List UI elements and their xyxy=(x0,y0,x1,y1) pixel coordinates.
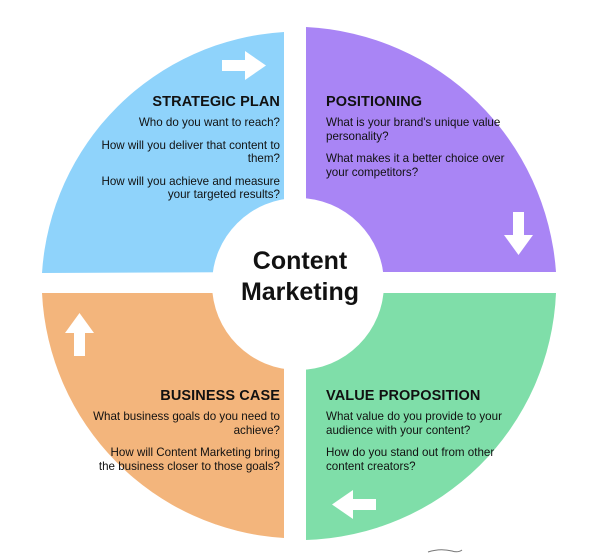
strategic-plan-question-3: How will you achieve and measure your ta… xyxy=(101,174,280,202)
business-case-text: BUSINESS CASE What business goals do you… xyxy=(92,388,280,482)
positioning-question-2: What makes it a better choice over your … xyxy=(326,152,505,179)
sketch-mark xyxy=(427,549,463,553)
positioning-quadrant xyxy=(306,27,556,272)
arrow-down-icon xyxy=(504,212,533,255)
strategic-plan-question-2: How will you deliver that content to the… xyxy=(101,138,280,166)
strategic-plan-quadrant xyxy=(42,32,284,273)
center-title-line2: Marketing xyxy=(240,278,360,306)
center-circle xyxy=(212,198,384,370)
strategic-plan-title: STRATEGIC PLAN xyxy=(152,94,280,110)
value-proposition-text: VALUE PROPOSITION What value do you prov… xyxy=(326,388,526,482)
business-case-quadrant xyxy=(42,293,284,538)
arrow-up-icon xyxy=(65,313,94,356)
value-proposition-question-2: How do you stand out from other content … xyxy=(326,446,495,473)
strategic-plan-text: STRATEGIC PLAN Who do you want to reach?… xyxy=(92,94,280,211)
positioning-question-1: What is your brand's unique value person… xyxy=(326,116,501,143)
positioning-text: POSITIONING What is your brand's unique … xyxy=(326,94,526,188)
business-case-question-1: What business goals do you need to achie… xyxy=(93,410,280,437)
arrow-left-icon xyxy=(332,490,376,519)
value-proposition-question-1: What value do you provide to your audien… xyxy=(326,410,502,437)
value-proposition-quadrant xyxy=(306,293,556,540)
center-title-line1: Content xyxy=(252,247,348,275)
strategic-plan-question-1: Who do you want to reach? xyxy=(138,116,280,129)
positioning-title: POSITIONING xyxy=(326,94,423,110)
value-proposition-title: VALUE PROPOSITION xyxy=(326,388,481,404)
center-title: Content Marketing xyxy=(200,246,400,308)
business-case-question-2: How will Content Marketing bring the bus… xyxy=(98,446,280,473)
business-case-title: BUSINESS CASE xyxy=(160,388,280,404)
arrow-right-icon xyxy=(222,51,266,80)
